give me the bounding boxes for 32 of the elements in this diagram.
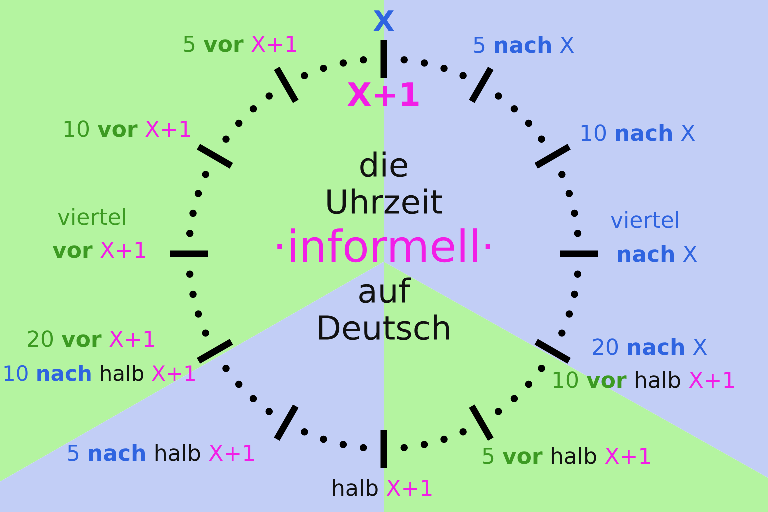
time-label: 20 vor — [28, 330, 102, 348]
title-text: auf Deutsch — [319, 278, 450, 340]
time-label: 10 vor — [64, 120, 138, 138]
time-label: halb — [636, 371, 680, 388]
hour-label: X+1 — [348, 82, 419, 106]
time-label: X+1 — [605, 448, 650, 464]
time-label: 5 vor — [483, 448, 543, 464]
time-label: vor — [52, 246, 93, 258]
time-label: 10 vor — [554, 372, 627, 388]
time-label: 20 nach X — [593, 338, 708, 356]
title-text: ·informell· — [278, 228, 490, 263]
time-label: 10 nach X — [582, 124, 696, 142]
time-label: 5 nach — [68, 444, 145, 462]
time-label: 5 nach X — [474, 36, 574, 54]
time-label: X+1 — [146, 120, 190, 137]
time-label: halb — [334, 479, 378, 496]
time-label: X+1 — [252, 36, 296, 52]
time-label: X+1 — [152, 366, 195, 381]
time-label: X+1 — [386, 480, 432, 496]
time-label: X+1 — [689, 372, 734, 388]
title-text: die Uhrzeit — [328, 152, 442, 214]
time-label: halb — [156, 444, 200, 462]
time-label: viertel — [58, 208, 126, 226]
time-label: 5 vor — [184, 36, 244, 52]
time-label: X+1 — [110, 330, 154, 347]
time-label: viertel — [611, 211, 678, 228]
time-label: 10 nach — [4, 365, 91, 382]
time-label: X+1 — [100, 242, 146, 258]
time-label: X+1 — [209, 444, 254, 461]
time-label: halb — [101, 365, 144, 382]
time-label: halb — [552, 447, 596, 464]
time-label: nach X — [618, 245, 698, 262]
